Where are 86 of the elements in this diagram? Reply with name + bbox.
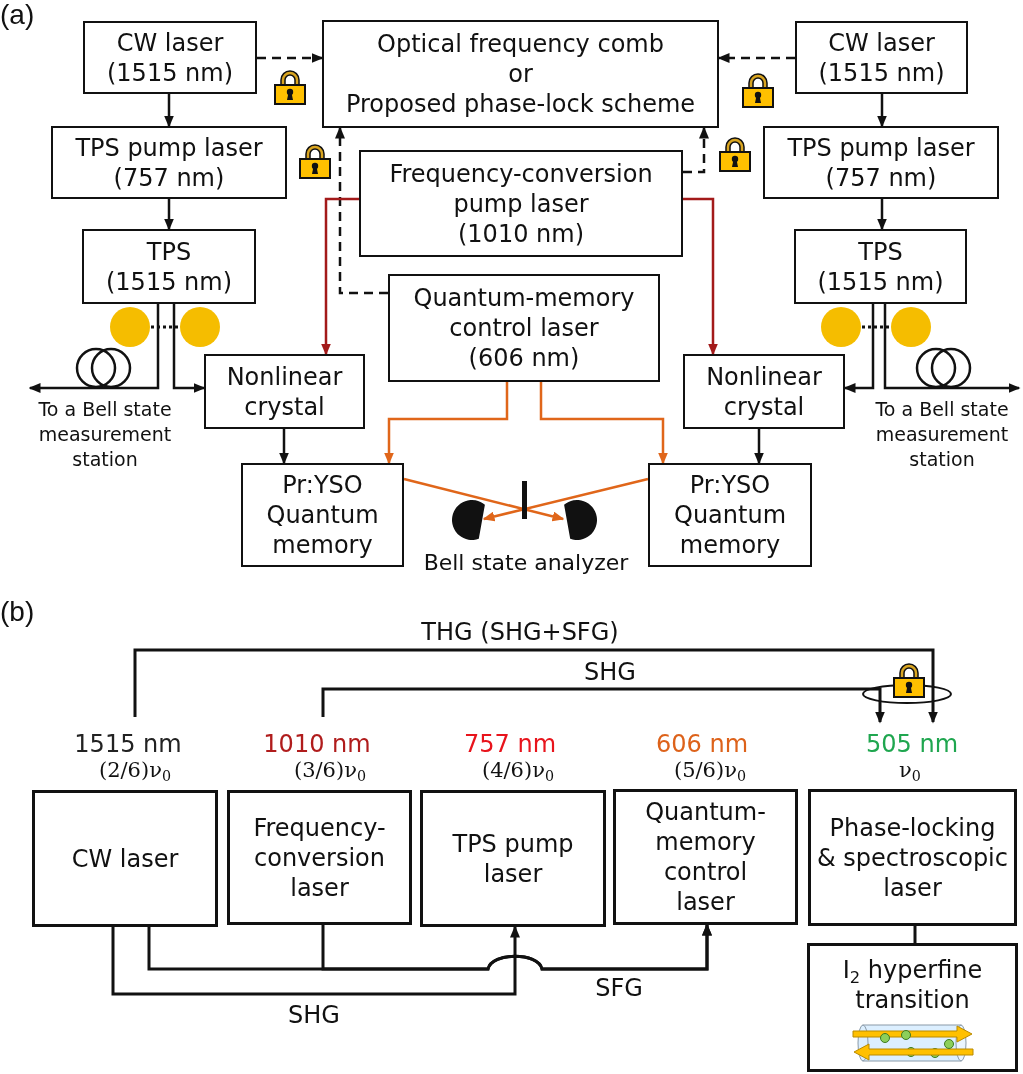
frequency-label: (4/6)ν$_{0}$: [482, 757, 554, 784]
wavelength-label: 606 nm: [656, 730, 748, 758]
process-box: [388, 274, 660, 382]
component-label: Phase-locking & spectroscopic laser: [817, 812, 1008, 903]
arrow: [482, 477, 649, 522]
arrow: [321, 197, 359, 356]
destination-text: To a Bell state measurement station: [862, 392, 1022, 472]
process-box: [204, 354, 365, 429]
component-label: Pr:YSO Quantum memory: [265, 470, 380, 560]
component-label: Quantum-memory control laser: [644, 797, 767, 917]
component-label: CW laser: [828, 27, 935, 58]
component-label: CW laser: [116, 27, 224, 58]
process-box: [82, 229, 256, 304]
component-label: or: [508, 59, 533, 89]
component-label: Quantum-memory control laser: [412, 283, 636, 343]
wavelength-label: (1515 nm): [817, 266, 944, 297]
process-box: [763, 126, 999, 199]
component-label: CW laser: [71, 843, 179, 874]
wavelength-label: (757 nm): [825, 162, 937, 193]
connector-line: [913, 926, 917, 943]
process-box: [420, 790, 606, 927]
arrow: [683, 197, 718, 356]
process-box: [241, 463, 404, 567]
arrow: [164, 94, 174, 128]
frequency-label: ν$_{0}$: [899, 757, 921, 784]
component-label: Pr:YSO Quantum memory: [673, 470, 787, 560]
arrow: [28, 304, 160, 393]
arrow: [877, 94, 887, 128]
component-label: I$_{2}$ hyperfine transition: [841, 955, 984, 1015]
wavelength-label: (757 nm): [113, 162, 225, 193]
arrow: [172, 304, 206, 393]
component-label: Optical frequency comb: [377, 29, 664, 59]
process-box: [322, 20, 719, 128]
process-box: [32, 790, 218, 927]
component-label: Frequency-conversion pump laser: [388, 158, 654, 219]
wavelength-label: 1010 nm: [263, 730, 371, 758]
arrow: [321, 687, 885, 724]
process-box: [794, 229, 967, 304]
process-box: [683, 354, 845, 429]
dashed-arrow: [257, 53, 324, 63]
wavelength-label: (1515 nm): [107, 57, 233, 88]
component-label: TPS: [858, 236, 903, 267]
process-box: [613, 789, 798, 925]
panel-label: (b): [0, 596, 35, 628]
frequency-label: (5/6)ν$_{0}$: [674, 757, 746, 784]
process-box: [51, 126, 287, 199]
process-box: [227, 790, 412, 925]
process-box: [83, 21, 257, 94]
dashed-arrow: [335, 126, 388, 295]
arrow: [754, 429, 764, 465]
component-label: Proposed phase-lock scheme: [345, 89, 696, 119]
analyzer-label: Bell state analyzer: [423, 550, 629, 576]
arrow: [321, 923, 712, 971]
panel-label: (a): [0, 0, 35, 31]
component-label: TPS: [146, 236, 192, 267]
frequency-label: (2/6)ν$_{0}$: [99, 757, 171, 784]
wavelength-label: (1515 nm): [106, 266, 232, 297]
arrow: [403, 477, 565, 522]
process-box: [807, 943, 1018, 1072]
arrow: [164, 199, 174, 231]
component-label: TPS pump laser: [75, 132, 263, 163]
wavelength-label: (1515 nm): [818, 57, 945, 88]
component-label: Nonlinear crystal: [705, 361, 823, 422]
process-box: [808, 789, 1017, 926]
component-label: Nonlinear crystal: [225, 361, 344, 422]
arrow: [539, 382, 668, 465]
process-box: [359, 150, 683, 257]
frequency-label: (3/6)ν$_{0}$: [294, 757, 366, 784]
wavelength-label: 505 nm: [866, 730, 958, 758]
component-label: Frequency-conversion laser: [252, 812, 387, 903]
arrow: [133, 648, 938, 724]
wavelength-label: (606 nm): [468, 343, 580, 373]
component-label: TPS pump laser: [451, 828, 575, 889]
wavelength-label: (1010 nm): [458, 218, 584, 249]
arrow: [111, 925, 520, 996]
component-label: TPS pump laser: [787, 132, 975, 163]
arrow: [279, 429, 289, 465]
arrow: [877, 199, 887, 231]
arrow: [384, 382, 509, 465]
process-box: [648, 463, 812, 567]
wavelength-label: 757 nm: [464, 730, 556, 758]
dashed-arrow: [683, 126, 709, 174]
arrow: [883, 304, 1021, 393]
process-box: [795, 21, 968, 94]
destination-text: To a Bell state measurement station: [24, 392, 186, 472]
wavelength-label: 1515 nm: [74, 730, 182, 758]
